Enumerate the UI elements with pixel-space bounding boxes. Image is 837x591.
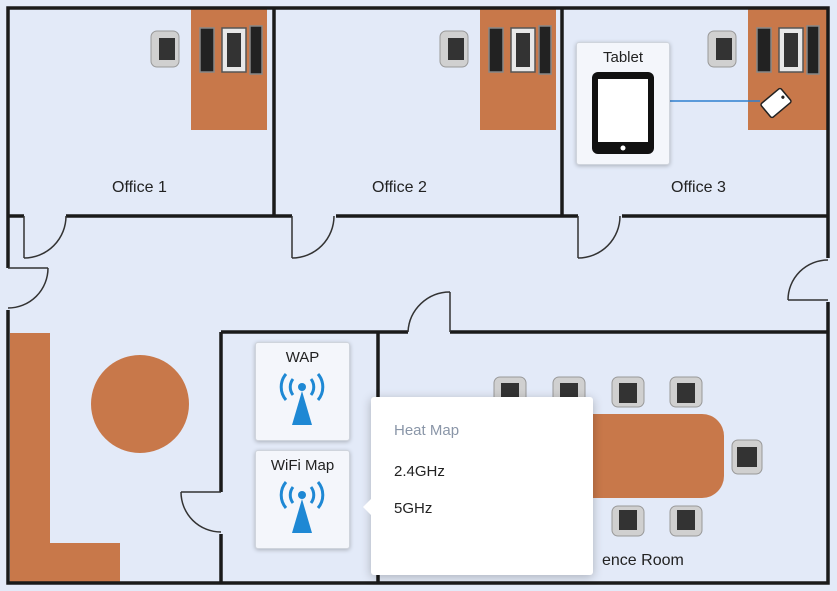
wifi-map-card[interactable]: WiFi Map — [255, 450, 350, 549]
menu-header: Heat Map — [394, 422, 460, 439]
door-icon — [180, 491, 225, 534]
door-icon — [23, 213, 67, 259]
chair-icon — [611, 376, 645, 408]
computer-icon — [488, 25, 552, 75]
room-label-office-3: Office 3 — [671, 179, 726, 196]
room-label-office-2: Office 2 — [372, 179, 427, 196]
l-shaped-desk — [10, 333, 120, 582]
door-icon — [407, 291, 451, 336]
tablet-device-icon[interactable] — [760, 87, 792, 119]
tablet-label: Tablet — [602, 49, 644, 66]
menu-item-2-4ghz[interactable]: 2.4GHz — [394, 463, 445, 480]
tablet-icon — [592, 72, 654, 154]
door-icon — [577, 213, 622, 259]
door-icon — [4, 267, 49, 310]
chair-icon — [707, 30, 737, 68]
heat-map-menu: Heat Map 2.4GHz 5GHz — [363, 397, 593, 575]
round-table — [91, 355, 189, 453]
door-icon — [787, 258, 832, 302]
conference-table — [560, 414, 724, 498]
wireless-antenna-icon — [279, 373, 325, 425]
computer-icon — [199, 25, 263, 75]
wap-label: WAP — [285, 349, 320, 366]
tablet-card[interactable]: Tablet — [576, 42, 670, 165]
room-label-conference: ence Room — [602, 552, 684, 569]
room-label-office-1: Office 1 — [112, 179, 167, 196]
door-icon — [291, 213, 336, 259]
wifi-map-label: WiFi Map — [270, 457, 335, 474]
wireless-antenna-icon — [279, 481, 325, 533]
chair-icon — [669, 505, 703, 537]
chair-icon — [611, 505, 645, 537]
chair-icon — [439, 30, 469, 68]
computer-icon — [756, 25, 820, 75]
chair-icon — [669, 376, 703, 408]
wap-card[interactable]: WAP — [255, 342, 350, 441]
chair-icon — [150, 30, 180, 68]
menu-item-5ghz[interactable]: 5GHz — [394, 500, 433, 517]
chair-icon — [731, 439, 763, 475]
